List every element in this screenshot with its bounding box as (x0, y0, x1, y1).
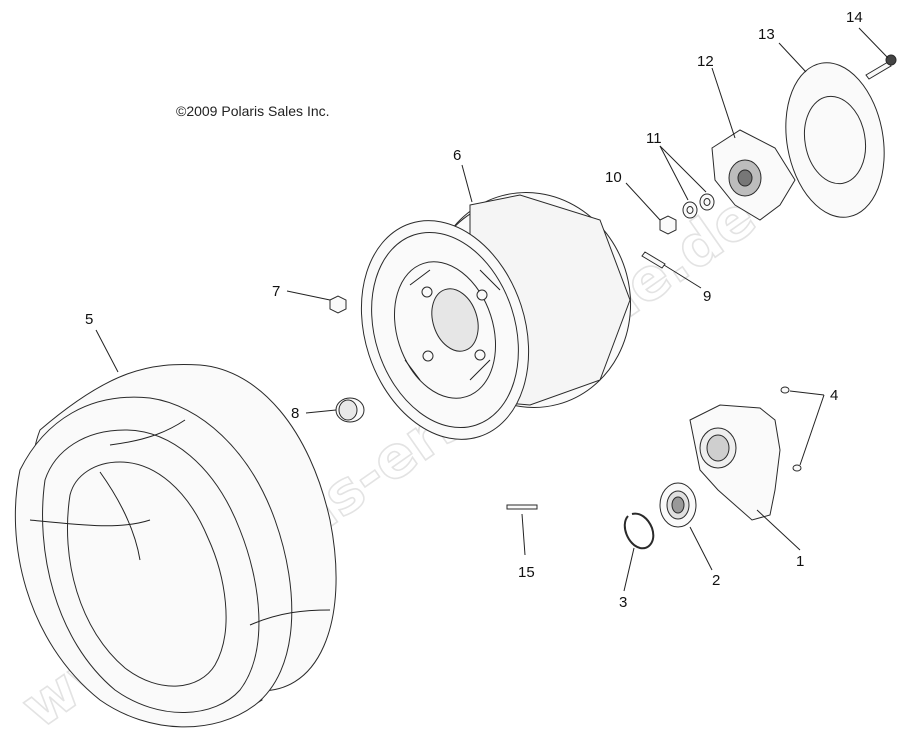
callout-13: 13 (758, 26, 775, 43)
cotter-pin (641, 251, 666, 269)
wheel-rim (360, 192, 632, 440)
callout-15: 15 (518, 564, 535, 581)
wheel-hub (711, 129, 796, 221)
washers (682, 193, 715, 219)
callout-5: 5 (85, 311, 93, 328)
clevis-pin (506, 504, 538, 510)
bearing-carrier (689, 404, 781, 521)
callout-12: 12 (697, 53, 714, 70)
tire (14, 364, 337, 728)
hub-cap (335, 397, 365, 423)
callout-2: 2 (712, 572, 720, 589)
callout-10: 10 (605, 169, 622, 186)
leader-lines (95, 27, 889, 592)
callout-9: 9 (703, 288, 711, 305)
callout-6: 6 (453, 147, 461, 164)
callout-4: 4 (830, 387, 838, 404)
lug-nut (329, 295, 347, 314)
callout-7: 7 (272, 283, 280, 300)
screws (780, 386, 802, 472)
callout-labels: 1 2 3 4 5 6 7 8 9 10 11 12 13 14 15 (85, 9, 863, 611)
copyright-text: ©2009 Polaris Sales Inc. (176, 103, 330, 119)
snap-ring (623, 512, 655, 550)
callout-11: 11 (646, 130, 662, 147)
castle-nut (659, 215, 677, 235)
callout-8: 8 (291, 405, 299, 422)
callout-1: 1 (796, 553, 804, 570)
wheel-bearing (659, 482, 697, 528)
brake-disc (785, 62, 885, 218)
callout-3: 3 (619, 594, 627, 611)
bolt (865, 54, 897, 80)
callout-14: 14 (846, 9, 863, 26)
